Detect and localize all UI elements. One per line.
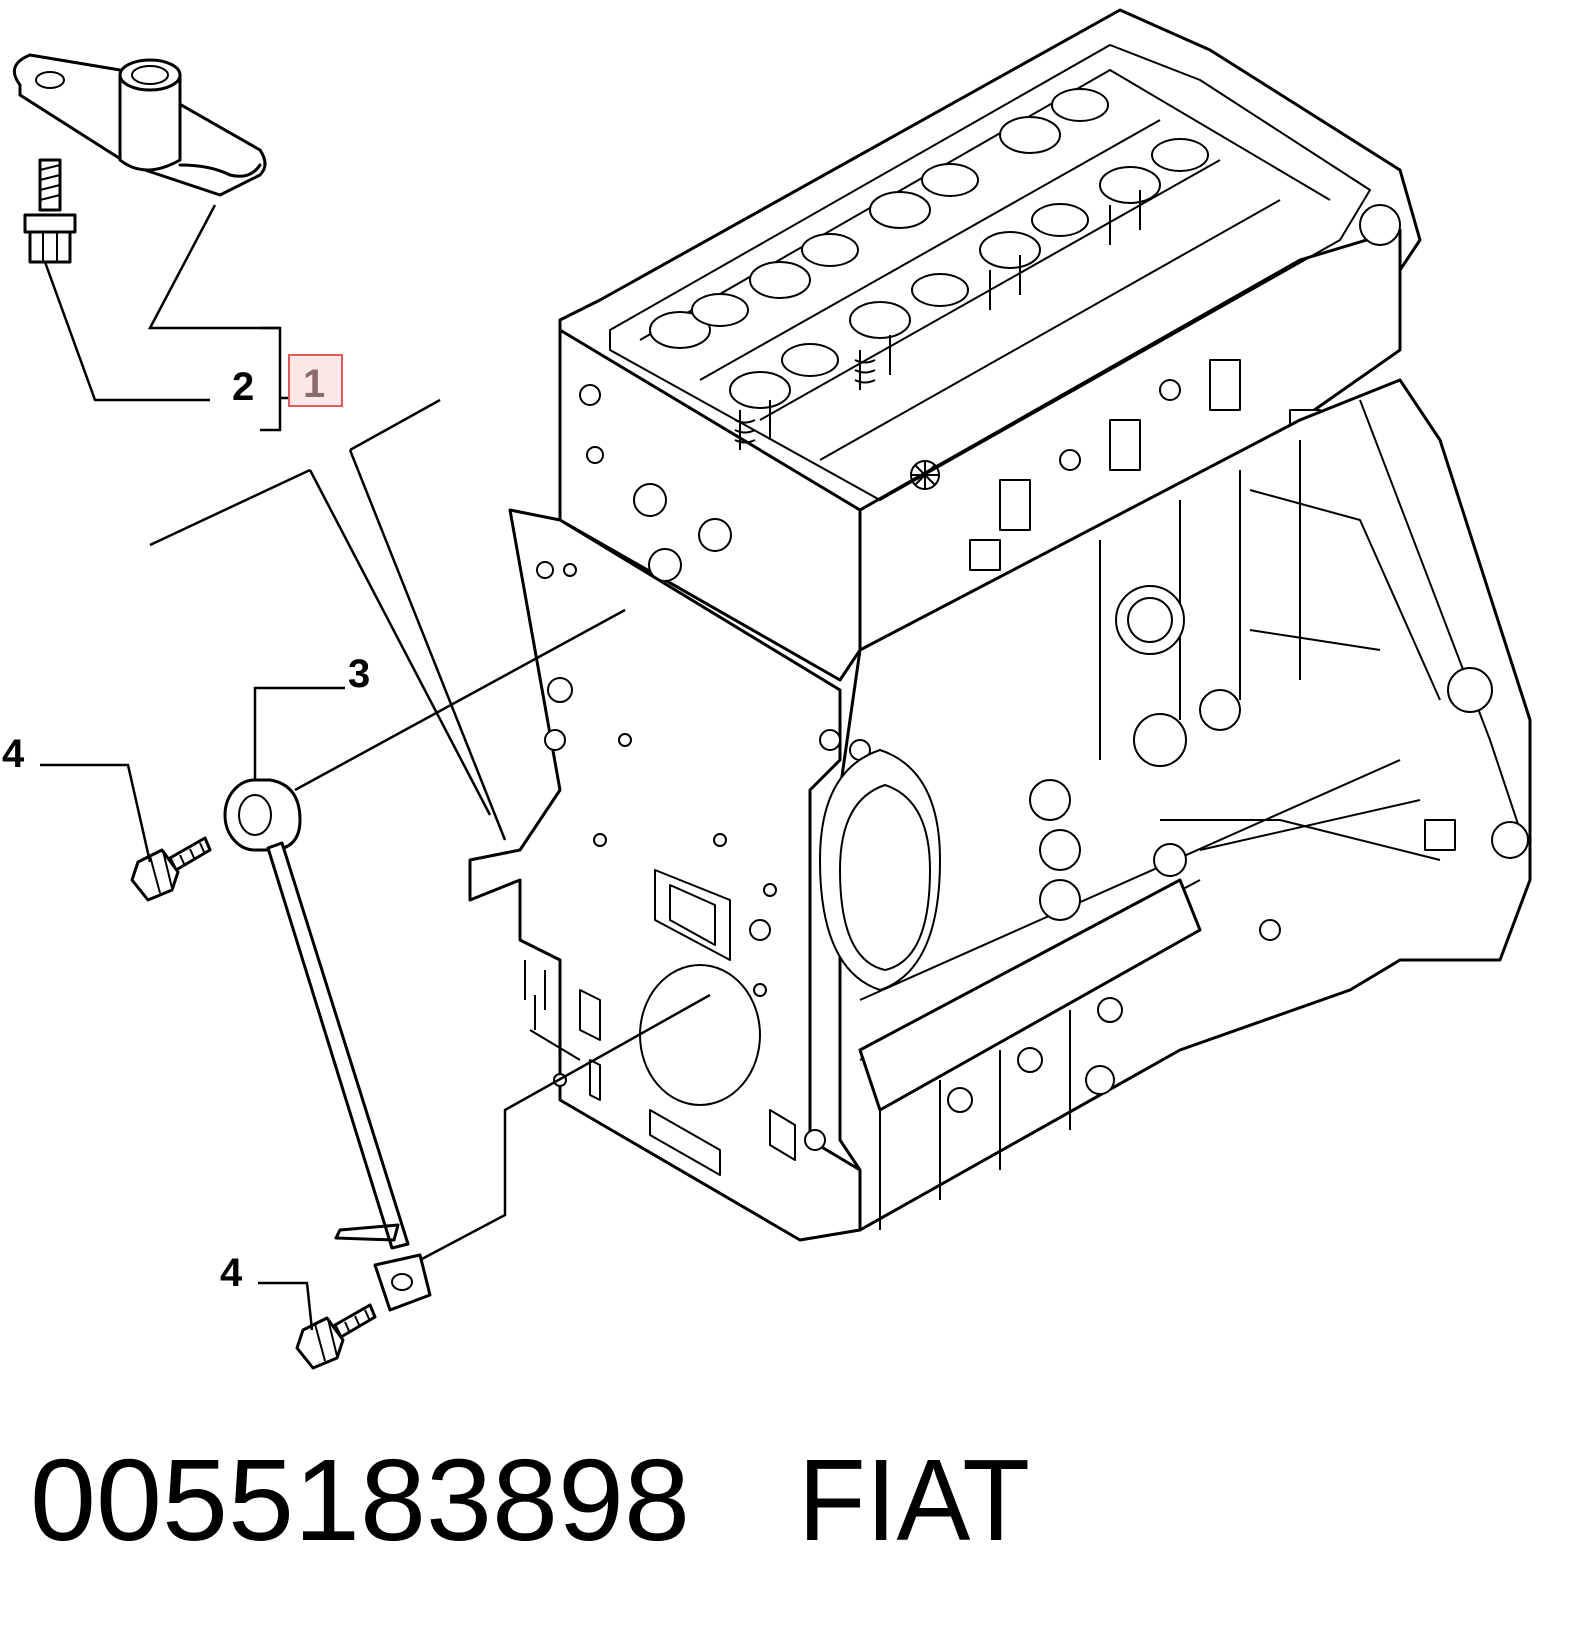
callout-3-label[interactable]: 3 [348, 652, 370, 696]
bracket-sensor-illustration [12, 53, 267, 197]
caption: 0055183898 FIAT [30, 1435, 1030, 1565]
callout-1-highlight-box [288, 354, 343, 407]
callout-2-label[interactable]: 2 [232, 365, 254, 409]
callout-4-left-label[interactable]: 4 [2, 732, 25, 776]
bolt-left-illustration [130, 836, 212, 902]
part-number-text: 0055183898 [30, 1435, 690, 1565]
engine-block-illustration [468, 8, 1532, 1242]
brand-text: FIAT [798, 1435, 1030, 1565]
dipstick-tube-illustration [223, 778, 432, 1312]
callout-4-bottom-label[interactable]: 4 [220, 1251, 243, 1295]
callout-1-label[interactable]: 1 [303, 362, 325, 406]
callout-labels: 1 2 3 4 4 [2, 354, 370, 1295]
bolt-bottom-illustration [295, 1303, 377, 1370]
leader-lines [40, 204, 711, 1331]
bolt-top-illustration [23, 158, 77, 264]
